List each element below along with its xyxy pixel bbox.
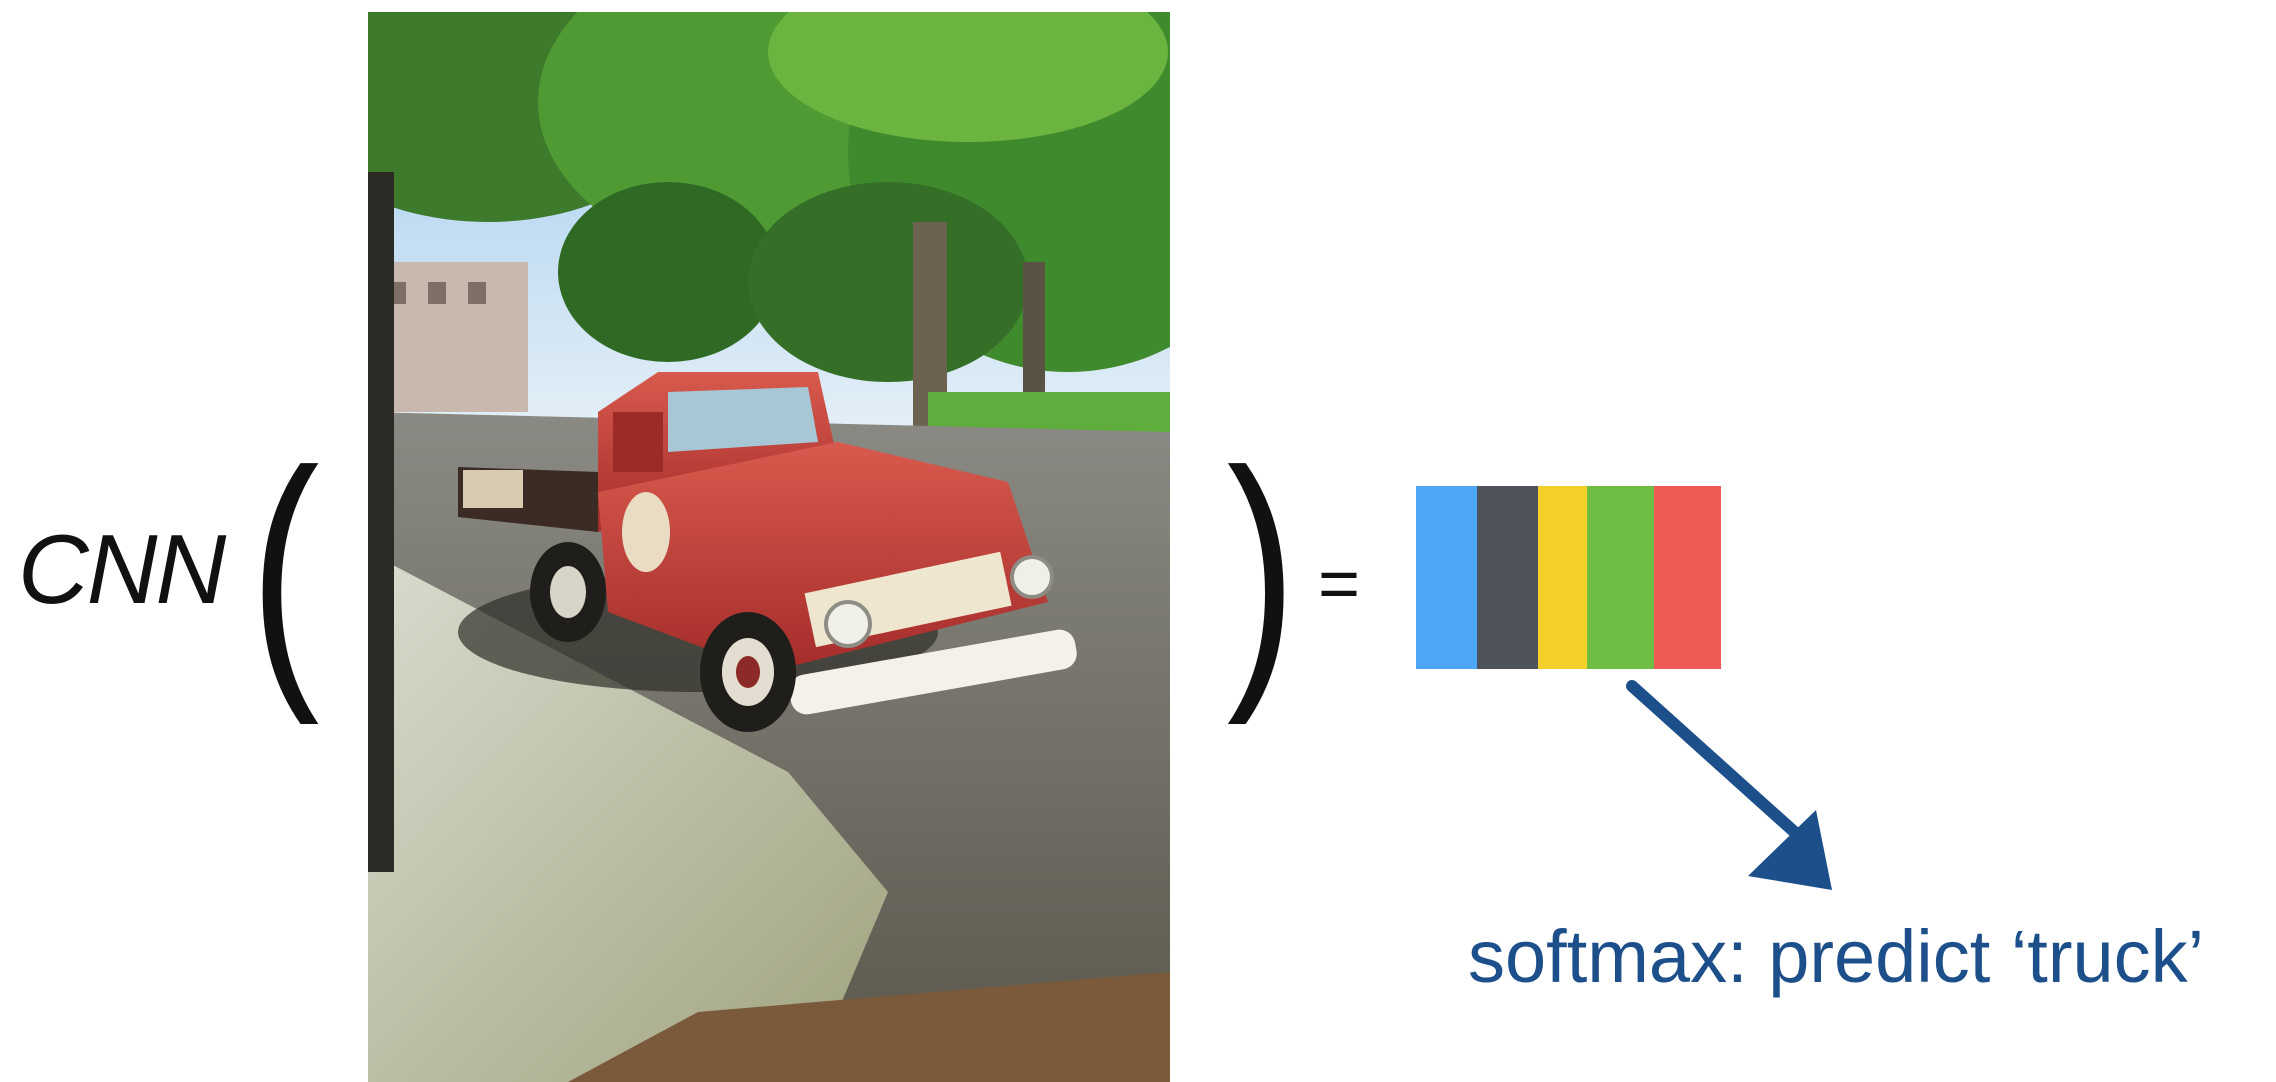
equals-sign: =: [1318, 544, 1361, 624]
arrow-down-right-icon: [1620, 670, 1860, 915]
cnn-label: CNN: [18, 514, 226, 624]
score-cell-1: [1416, 486, 1477, 669]
score-cell-4: [1587, 486, 1654, 669]
open-parenthesis: (: [249, 414, 320, 726]
close-parenthesis: ): [1226, 414, 1297, 726]
score-cell-3: [1538, 486, 1587, 669]
truck-photo: [368, 12, 1170, 1082]
score-cell-2: [1477, 486, 1538, 669]
score-cell-5: [1654, 486, 1721, 669]
score-vector: [1416, 486, 1721, 669]
prediction-label: softmax: predict ‘truck’: [1468, 915, 2205, 998]
